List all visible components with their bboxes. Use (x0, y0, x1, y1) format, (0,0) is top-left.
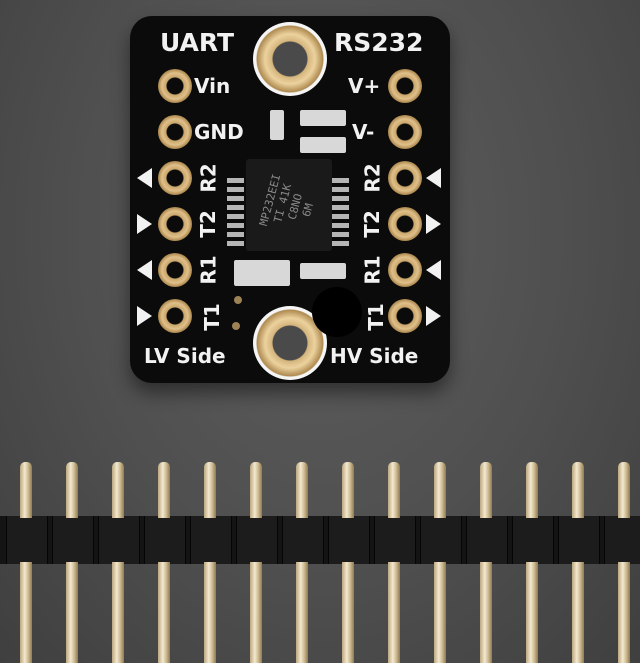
header-housing-segment (374, 516, 416, 564)
header-housing-segment (466, 516, 508, 564)
black-hole (312, 287, 362, 337)
pad-vplus (388, 69, 422, 103)
header-pin (296, 562, 308, 663)
header-pin (112, 562, 124, 663)
label-vin: Vin (194, 74, 231, 98)
header-pin (342, 562, 354, 663)
pad-vin (158, 69, 192, 103)
header-pin (20, 562, 32, 663)
title-uart: UART (160, 28, 235, 57)
header-pin (250, 462, 262, 518)
pad-lv-t1 (158, 299, 192, 333)
header-pin (66, 562, 78, 663)
header-pin (526, 462, 538, 518)
mounting-hole-top (253, 22, 327, 96)
rs232-ic-chip (246, 159, 332, 251)
header-pin (342, 462, 354, 518)
pad-gnd (158, 115, 192, 149)
label-lv-t2: T2 (195, 210, 220, 238)
pad-hv-r2 (388, 161, 422, 195)
header-pin (296, 462, 308, 518)
header-pin (158, 462, 170, 518)
header-housing-segment (144, 516, 186, 564)
header-pin (66, 462, 78, 518)
header-housing-segment (558, 516, 600, 564)
header-pin (618, 462, 630, 518)
header-housing-segment (236, 516, 278, 564)
ic-marking-line: 6M (299, 201, 316, 219)
pad-lv-r1 (158, 253, 192, 287)
label-lv-side: LV Side (144, 344, 226, 368)
header-pin (572, 562, 584, 663)
via-dot (232, 322, 240, 330)
header-pin (618, 562, 630, 663)
header-housing-segment (6, 516, 48, 564)
title-rs232: RS232 (334, 28, 424, 57)
header-pin (480, 462, 492, 518)
arrow-left-icon (426, 260, 441, 280)
pad-hv-t1 (388, 299, 422, 333)
rs232-breakout-board: UART RS232 Vin GND R2 T2 R1 T1 V+ V- R2 … (130, 16, 450, 383)
label-lv-r2: R2 (196, 163, 221, 193)
pad-hv-r1 (388, 253, 422, 287)
header-pin (20, 462, 32, 518)
header-housing-segment (190, 516, 232, 564)
header-housing-segment (512, 516, 554, 564)
header-pin (434, 462, 446, 518)
label-gnd: GND (194, 120, 244, 144)
label-hv-side: HV Side (330, 344, 419, 368)
pad-hv-t2 (388, 207, 422, 241)
header-pin (112, 462, 124, 518)
header-pin (480, 562, 492, 663)
header-pin (572, 462, 584, 518)
header-housing-segment (328, 516, 370, 564)
label-lv-r1: R1 (196, 255, 221, 285)
header-pin (204, 462, 216, 518)
label-hv-r2: R2 (360, 163, 385, 193)
header-housing-segment (52, 516, 94, 564)
pad-lv-r2 (158, 161, 192, 195)
smd-capacitor (300, 137, 346, 153)
label-lv-t1: T1 (199, 303, 224, 331)
arrow-left-icon (137, 168, 152, 188)
arrow-left-icon (137, 260, 152, 280)
pad-lv-t2 (158, 207, 192, 241)
via-dot (234, 296, 242, 304)
arrow-right-icon (426, 214, 441, 234)
smd-capacitor (300, 263, 346, 279)
header-pin (434, 562, 446, 663)
header-pin (388, 562, 400, 663)
header-pin (526, 562, 538, 663)
pad-vminus (388, 115, 422, 149)
smd-capacitor (270, 110, 284, 140)
header-housing-segment (420, 516, 462, 564)
label-hv-t1: T1 (363, 303, 388, 331)
header-pin (388, 462, 400, 518)
header-pin (204, 562, 216, 663)
smd-capacitor (234, 260, 290, 286)
smd-capacitor (300, 110, 346, 126)
arrow-left-icon (426, 168, 441, 188)
header-housing-segment (98, 516, 140, 564)
label-hv-t2: T2 (359, 210, 384, 238)
label-vplus: V+ (348, 74, 381, 98)
header-housing-segment (604, 516, 640, 564)
label-vminus: V- (352, 120, 375, 144)
header-pin (250, 562, 262, 663)
header-pin (158, 562, 170, 663)
arrow-right-icon (137, 214, 152, 234)
arrow-right-icon (137, 306, 152, 326)
arrow-right-icon (426, 306, 441, 326)
header-housing-segment (282, 516, 324, 564)
label-hv-r1: R1 (360, 255, 385, 285)
